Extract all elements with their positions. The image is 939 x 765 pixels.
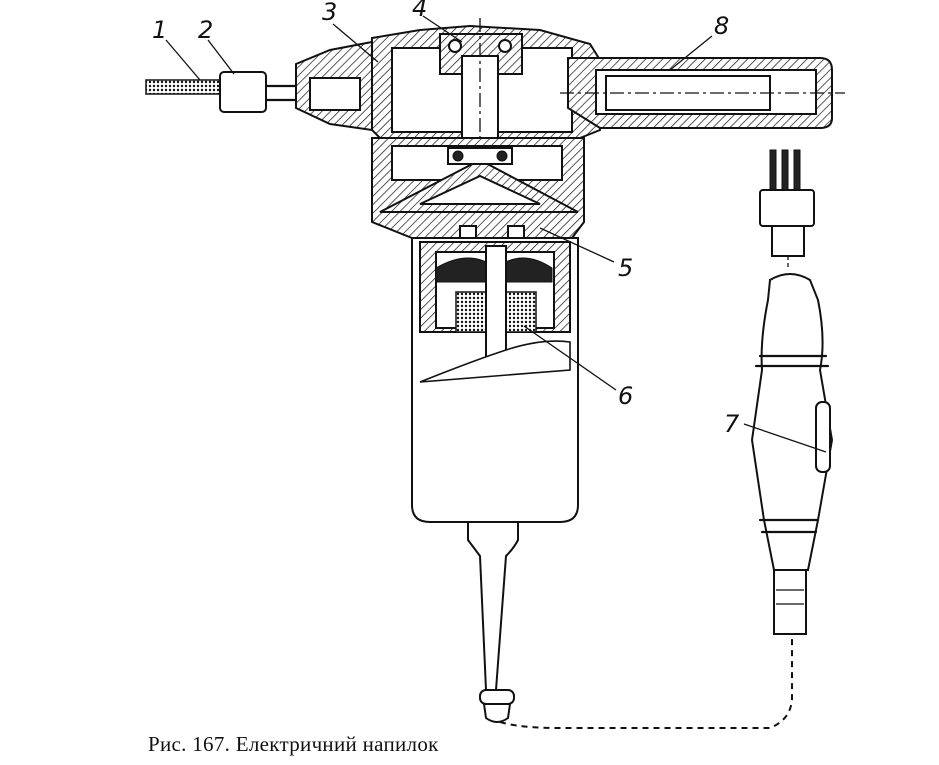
callout-5: 5 bbox=[618, 254, 633, 282]
switch-handle bbox=[750, 149, 834, 635]
callout-2: 2 bbox=[198, 16, 213, 44]
callout-7: 7 bbox=[724, 410, 740, 438]
file-blade bbox=[145, 79, 223, 95]
callout-8: 8 bbox=[714, 12, 729, 40]
leader-lines bbox=[165, 15, 827, 453]
gear-head-housing bbox=[295, 18, 601, 240]
chuck bbox=[219, 71, 302, 113]
cable-sleeve bbox=[467, 521, 519, 723]
bevel-gear-housing bbox=[371, 137, 585, 245]
motor-body bbox=[411, 237, 579, 523]
callout-3: 3 bbox=[322, 0, 337, 26]
figure-caption: Рис. 167. Електричний напилок bbox=[148, 732, 439, 756]
callout-4: 4 bbox=[412, 0, 427, 22]
rear-handle bbox=[560, 57, 845, 129]
callouts: 1 2 3 4 5 6 7 8 bbox=[152, 0, 740, 438]
callout-6: 6 bbox=[618, 382, 633, 410]
power-cable bbox=[499, 632, 793, 729]
callout-1: 1 bbox=[152, 16, 167, 44]
